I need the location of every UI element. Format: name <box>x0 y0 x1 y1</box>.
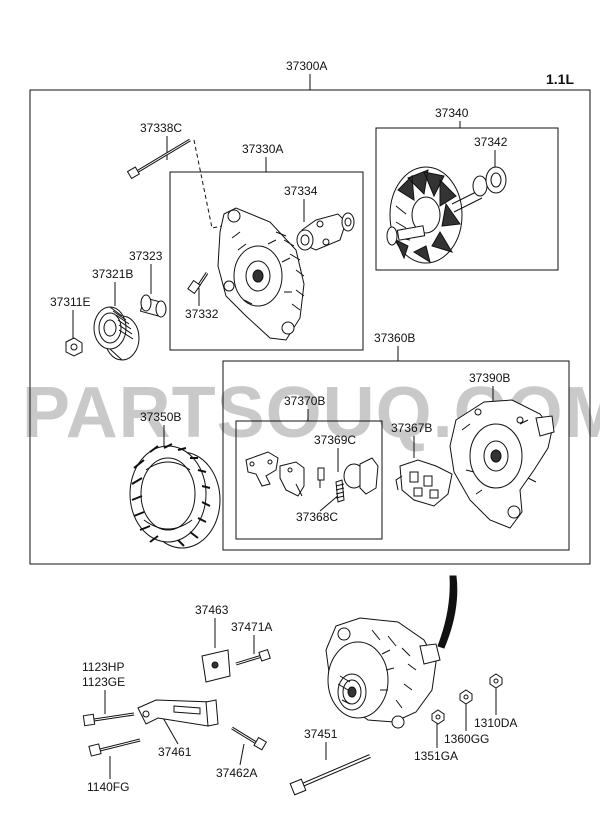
label-37471a[interactable]: 37471A <box>231 620 272 634</box>
label-1351ga[interactable]: 1351GA <box>414 749 458 763</box>
plate-37463 <box>201 649 231 683</box>
bearing-37334 <box>296 212 355 251</box>
front-bracket-37330a <box>217 207 305 341</box>
bracket-37461 <box>137 699 219 727</box>
bearing-37342 <box>472 166 507 197</box>
bolt-1140fg <box>88 738 141 757</box>
label-37332[interactable]: 37332 <box>185 307 219 321</box>
label-37360b[interactable]: 37360B <box>374 331 415 345</box>
label-37340[interactable]: 37340 <box>435 106 469 120</box>
bolt-37332 <box>187 272 209 295</box>
nut-1351ga <box>431 709 445 725</box>
cover-37323 <box>139 294 167 318</box>
label-37451[interactable]: 37451 <box>304 727 338 741</box>
pulley-37321b <box>93 306 140 361</box>
rotor-37340 <box>386 166 483 264</box>
label-37461[interactable]: 37461 <box>158 745 192 759</box>
label-1140fg[interactable]: 1140FG <box>87 780 129 794</box>
brush-holder-37370b <box>245 451 379 503</box>
stator-37350b <box>129 443 221 549</box>
nut-37311e <box>65 337 83 357</box>
label-37463[interactable]: 37463 <box>195 603 229 617</box>
label-37342[interactable]: 37342 <box>474 135 508 149</box>
label-37323[interactable]: 37323 <box>129 249 163 263</box>
label-37330a[interactable]: 37330A <box>242 142 283 156</box>
label-37338c[interactable]: 37338C <box>140 121 182 135</box>
nut-1310da <box>489 673 503 689</box>
label-37390b[interactable]: 37390B <box>469 371 510 385</box>
label-37462a[interactable]: 37462A <box>216 766 257 780</box>
label-37367b[interactable]: 37367B <box>391 421 432 435</box>
label-37370b[interactable]: 37370B <box>284 394 325 408</box>
label-1360gg[interactable]: 1360GG <box>444 732 489 746</box>
label-1123ge[interactable]: 1123GE <box>82 675 125 689</box>
rear-bracket-37390b <box>449 399 555 529</box>
bolt-37462a <box>231 726 268 751</box>
leader-lines <box>72 74 497 779</box>
label-37334[interactable]: 37334 <box>284 184 318 198</box>
label-37311e[interactable]: 37311E <box>50 295 90 309</box>
bolt-1123hp <box>82 712 135 727</box>
label-37368c[interactable]: 37368C <box>296 510 338 524</box>
nut-1360gg <box>459 689 473 705</box>
variant-label: 1.1L <box>546 71 574 87</box>
label-37350b[interactable]: 37350B <box>140 410 181 424</box>
label-37369c[interactable]: 37369C <box>314 433 356 447</box>
rear-group-frame <box>222 360 570 551</box>
label-assembly[interactable]: 37300A <box>286 59 327 73</box>
brush-holder-frame <box>235 420 383 540</box>
label-37321b[interactable]: 37321B <box>92 267 133 281</box>
rotor-frame <box>375 127 559 271</box>
rectifier-37367b <box>395 459 453 507</box>
through-bolt-37338c <box>126 138 233 229</box>
bolt-37471a <box>235 649 271 666</box>
label-1310da[interactable]: 1310DA <box>474 716 517 730</box>
bolt-37451 <box>289 754 371 796</box>
label-1123hp[interactable]: 1123HP <box>82 660 124 674</box>
alternator-assembly <box>325 617 441 729</box>
assembly-arrow <box>437 575 458 649</box>
